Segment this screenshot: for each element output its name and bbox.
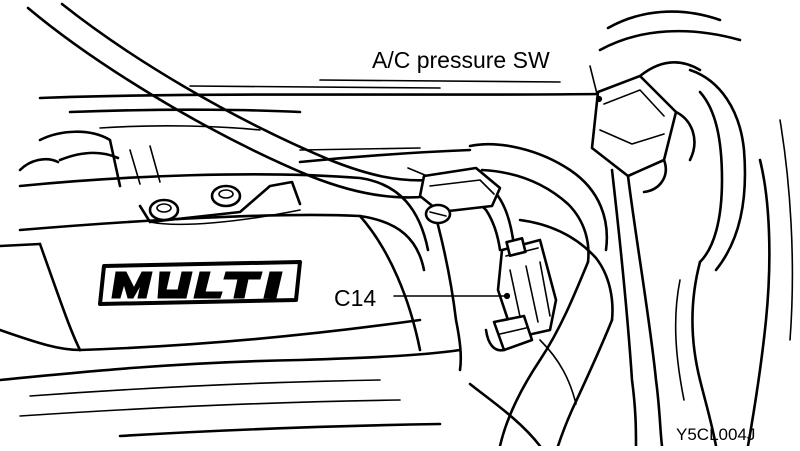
c14-connector-label: C14 bbox=[334, 285, 376, 311]
c14-connector bbox=[484, 236, 558, 352]
hood-edge-lines bbox=[38, 79, 602, 164]
ac-pressure-switch-label: A/C pressure SW bbox=[372, 47, 550, 73]
multi-emblem bbox=[98, 260, 302, 306]
upper-connector bbox=[418, 166, 502, 225]
cover-bolts bbox=[138, 180, 302, 226]
upper-hose bbox=[26, 2, 432, 199]
ac-pressure-switch bbox=[590, 60, 702, 194]
figure-code: Y5CL004J bbox=[676, 425, 755, 444]
right-side-pipes bbox=[468, 10, 794, 448]
engine-cover bbox=[0, 130, 463, 438]
leader-lines bbox=[393, 65, 603, 300]
